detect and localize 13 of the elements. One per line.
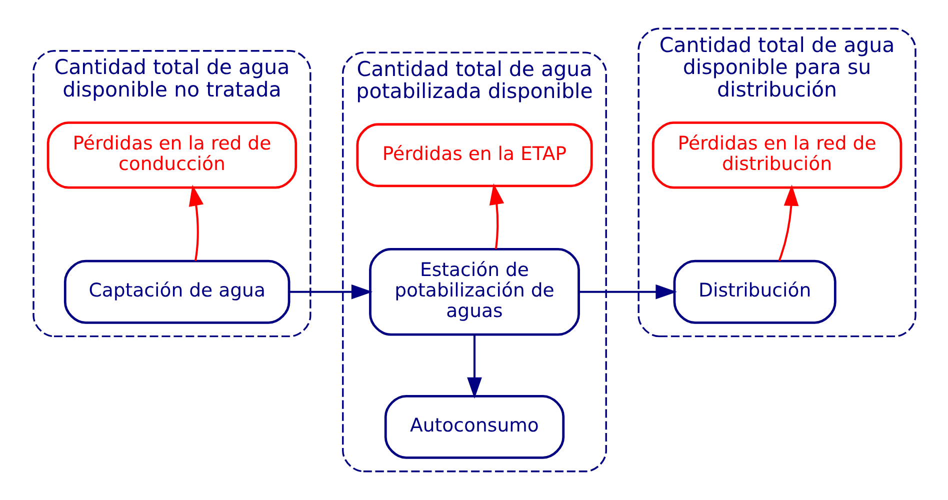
arrow <box>288 284 372 300</box>
node-box: Captación de agua <box>63 260 290 324</box>
node-box: Autoconsumo <box>384 394 564 459</box>
arrow <box>188 184 203 261</box>
node-box: Estación de potabilización de aguas <box>368 248 580 336</box>
arrow <box>578 284 676 300</box>
arrow <box>778 184 798 262</box>
node-box: Pérdidas en la red de distribución <box>651 121 902 189</box>
arrow <box>466 335 482 399</box>
node-box: Distribución <box>672 260 836 324</box>
arrow <box>488 183 504 250</box>
node-box: Pérdidas en la ETAP <box>356 123 592 188</box>
node-box: Pérdidas en la red de conducción <box>46 121 297 189</box>
